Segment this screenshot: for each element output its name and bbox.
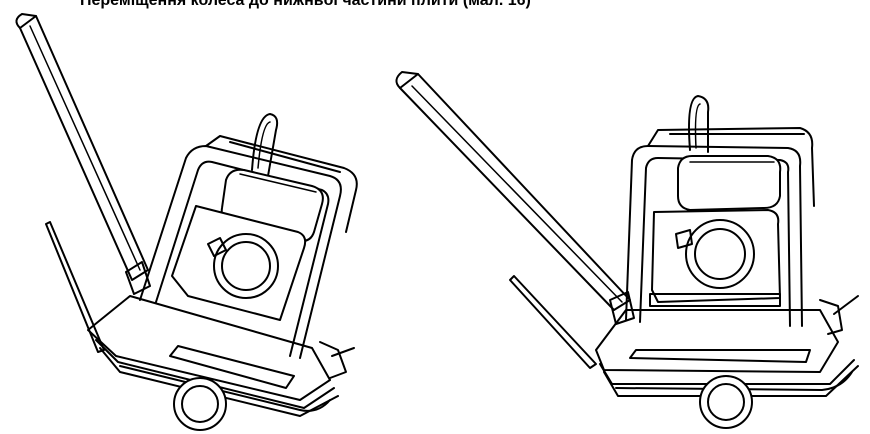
pulley bbox=[685, 219, 755, 289]
guide-bar bbox=[509, 275, 597, 369]
pulley bbox=[213, 233, 279, 299]
plate-compactor-left-icon bbox=[15, 13, 358, 431]
compactor-figure-right bbox=[390, 0, 870, 434]
compactor-figure-left bbox=[0, 0, 380, 434]
lifting-hook bbox=[251, 113, 279, 177]
roll-cage bbox=[139, 145, 342, 359]
plate-compactor-right-icon bbox=[395, 71, 859, 429]
fuel-tank bbox=[677, 155, 782, 211]
handle-bar bbox=[19, 15, 149, 281]
roll-cage bbox=[625, 145, 803, 327]
figure-caption: Переміщення колеса до нижньої частини пл… bbox=[80, 0, 531, 9]
lifting-hook bbox=[688, 95, 710, 153]
base-plate bbox=[87, 295, 331, 401]
guide-bar bbox=[45, 221, 105, 353]
